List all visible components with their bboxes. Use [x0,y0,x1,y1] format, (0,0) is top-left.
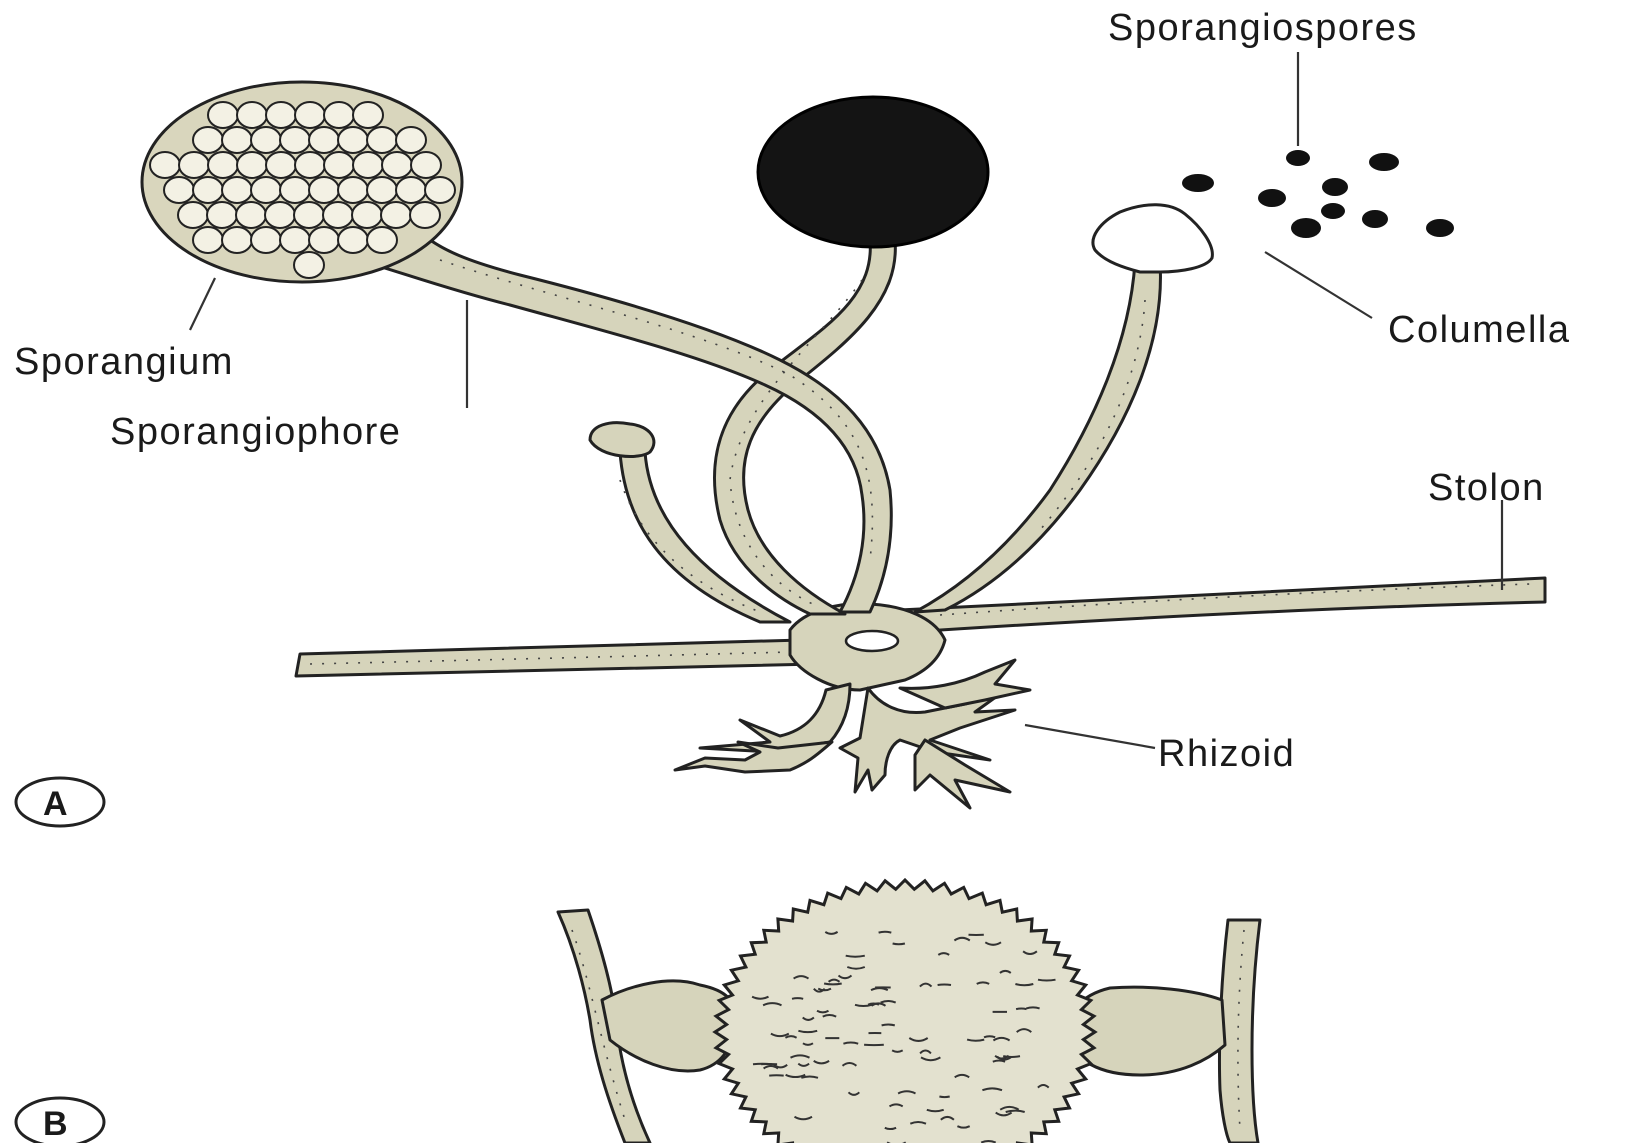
zygospore-mark [1016,1008,1026,1009]
label-columella: Columella [1388,309,1570,351]
spore [280,177,310,203]
panel-b-label: B [43,1105,68,1143]
leader-rhizoid [1025,725,1155,748]
label-rhizoid: Rhizoid [1158,733,1295,775]
node-hole [846,631,898,651]
zygospore-mark [893,944,905,945]
spore [266,152,296,178]
label-sporangium: Sporangium [14,341,234,383]
spore [411,152,441,178]
spore [251,227,281,253]
spore [396,127,426,153]
zygospore-mark [984,1036,995,1037]
columella-sporangiophore [915,262,1160,612]
spore [381,202,411,228]
zygospore-mark [938,985,951,986]
spore [294,252,324,278]
spore [410,202,440,228]
spore [425,177,455,203]
zygospore-mark [1038,980,1056,981]
label-sporangiospores: Sporangiospores [1108,7,1418,49]
spore [353,152,383,178]
sporangiophore [340,216,891,612]
spore [280,227,310,253]
spore [367,127,397,153]
spore [150,152,180,178]
spore [382,152,412,178]
spore [338,177,368,203]
zygospore-mark [753,1064,772,1065]
spore [164,177,194,203]
zygospore-mark [846,956,865,957]
spore [396,177,426,203]
spore [294,202,324,228]
spore [338,127,368,153]
spore [367,227,397,253]
spore [178,202,208,228]
spore [251,127,281,153]
spore [309,177,339,203]
sporangium-structure [142,82,462,282]
spore [222,177,252,203]
zygospore-mark [843,1043,858,1044]
columella-structure [1093,205,1212,272]
zygospore [715,880,1095,1143]
leader-sporangium [190,278,215,330]
label-stolon: Stolon [1428,467,1545,509]
spore [280,127,310,153]
spore [353,102,383,128]
mature-sporangium [758,97,988,247]
young-sporangiophore [620,452,790,622]
spore [323,202,353,228]
spore [208,102,238,128]
spore [237,152,267,178]
spore [309,127,339,153]
young-sporangiophore-tip [590,423,654,457]
spore [352,202,382,228]
label-sporangiophore: Sporangiophore [110,411,401,453]
zygospore-mark [939,1097,949,1098]
spore [193,127,223,153]
leader-columella [1265,252,1372,318]
spore [208,152,238,178]
zygospore-mark [824,984,842,985]
spore [324,152,354,178]
panel-b: B [16,880,1260,1143]
zygospore-mark [1026,1007,1039,1008]
panel-a-label: A [43,785,68,823]
spore [193,227,223,253]
spore [207,202,237,228]
spore [338,227,368,253]
spore [324,102,354,128]
spore [266,102,296,128]
spore [237,102,267,128]
sporangiospores-cluster [1182,150,1454,238]
spore [367,177,397,203]
spore [251,177,281,203]
zygospore-mark [879,932,892,933]
spore [265,202,295,228]
spore [193,177,223,203]
spore [236,202,266,228]
spore [222,127,252,153]
spore [309,227,339,253]
zygospore-mark [792,998,803,999]
panel-a: Sporangiospores Sporangium Sporangiophor… [14,7,1570,826]
spore [295,152,325,178]
spore [222,227,252,253]
zygospore-mark [882,1025,895,1026]
spore [295,102,325,128]
spore [179,152,209,178]
